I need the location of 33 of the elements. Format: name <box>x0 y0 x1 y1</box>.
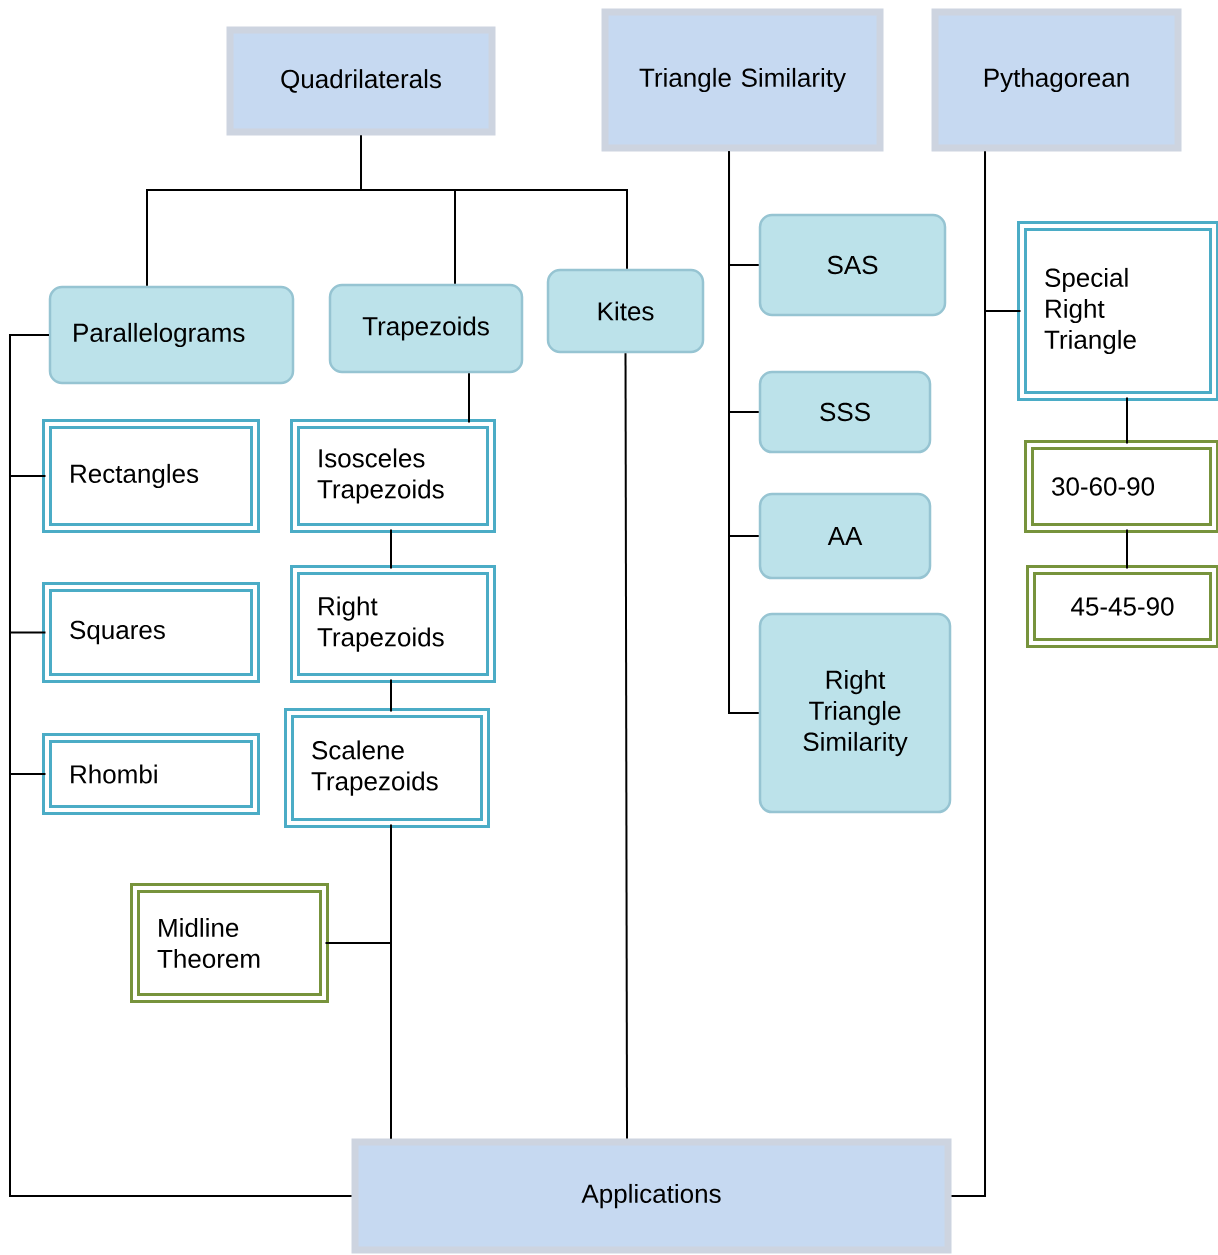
framed-box: Squares <box>42 582 260 683</box>
connector <box>624 352 628 1140</box>
rounded-box: Right Triangle Similarity <box>758 612 952 814</box>
connector <box>468 372 470 424</box>
rounded-box: SAS <box>758 213 947 317</box>
rounded-box: Parallelograms <box>48 285 295 385</box>
connector <box>1126 396 1128 445</box>
rounded-box: AA <box>758 492 932 580</box>
connector <box>1126 528 1128 570</box>
topic-box: Quadrilaterals <box>226 26 496 136</box>
rounded-box: SSS <box>758 370 932 454</box>
connector <box>360 189 628 270</box>
rounded-box: Kites <box>546 268 705 354</box>
connector <box>728 150 760 714</box>
connector <box>360 134 456 285</box>
connector <box>324 942 392 1140</box>
connector <box>390 678 392 713</box>
framed-box: Rectangles <box>42 419 260 533</box>
topic-box: Pythagorean <box>931 8 1182 152</box>
framed-box: 45-45-90 <box>1026 565 1218 648</box>
framed-box: Rhombi <box>42 733 260 815</box>
topic-box: Applications <box>351 1138 952 1254</box>
connector <box>390 528 392 570</box>
framed-box: Midline Theorem <box>130 883 329 1003</box>
framed-box: Isosceles Trapezoids <box>290 419 496 533</box>
rounded-box: Trapezoids <box>328 283 524 374</box>
connector <box>950 150 986 1197</box>
connector <box>9 334 353 1197</box>
framed-box: Right Trapezoids <box>290 565 496 683</box>
framed-box: Special Right Triangle <box>1017 221 1218 401</box>
framed-box: 30-60-90 <box>1024 440 1218 533</box>
topic-box: Triangle Similarity <box>601 8 884 152</box>
framed-box: Scalene Trapezoids <box>284 708 490 828</box>
